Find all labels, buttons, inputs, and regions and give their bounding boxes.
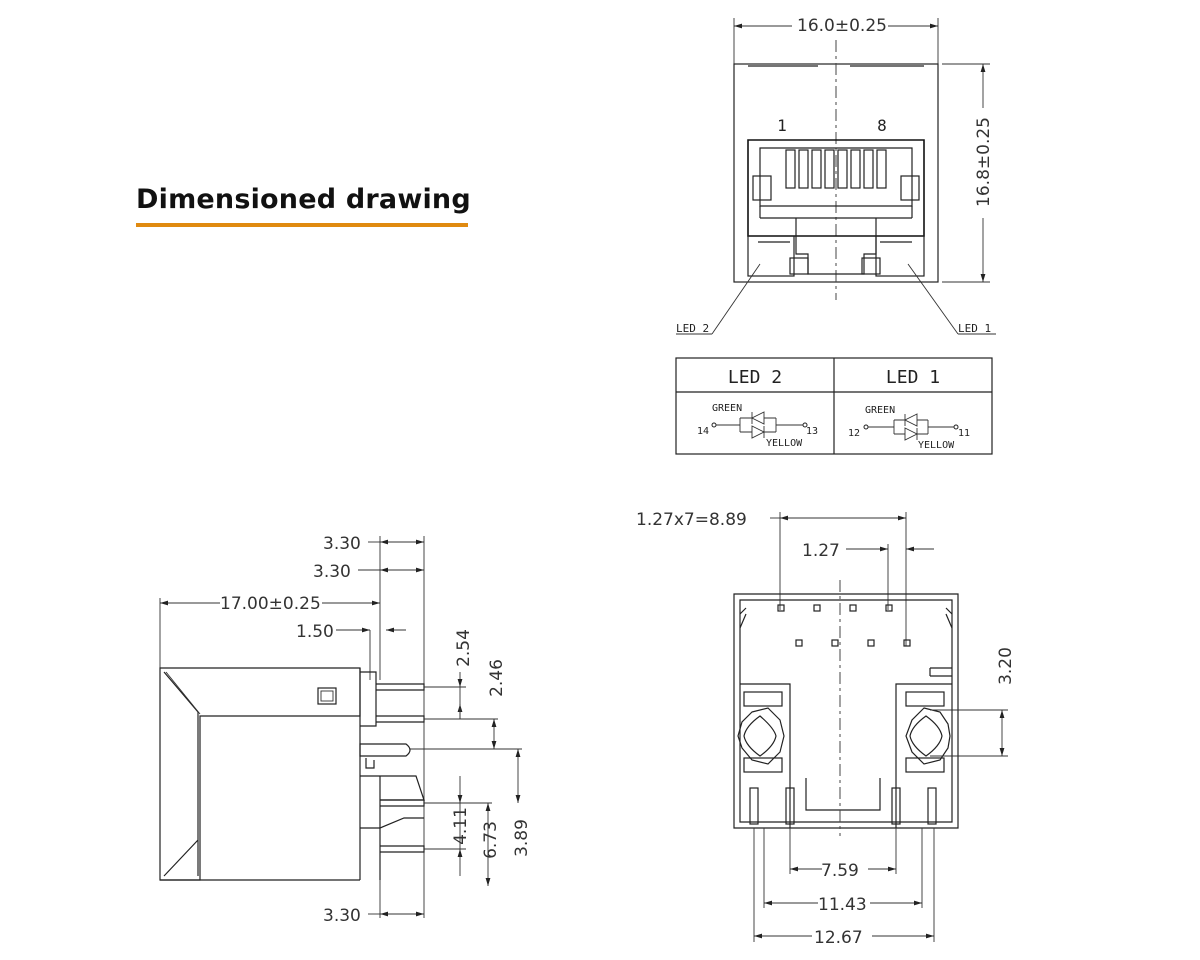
led-1-schematic: GREEN YELLOW 12 11 xyxy=(848,405,970,451)
pin-holes xyxy=(777,604,911,647)
pitch-dim: 1.27 xyxy=(802,541,840,561)
pin-8-label: 8 xyxy=(877,116,887,135)
yellow-label: YELLOW xyxy=(918,440,955,451)
side-v-dim-2: 2.46 xyxy=(487,659,507,697)
pin-1-label: 1 xyxy=(777,116,787,135)
pin-11-label: 11 xyxy=(958,428,970,439)
contact-pins xyxy=(785,149,887,189)
led-2-schematic: GREEN YELLOW 14 13 xyxy=(697,403,818,449)
side-top-dim-1: 3.30 xyxy=(323,534,361,554)
led-1-callout: LED 1 xyxy=(958,322,991,335)
side-length-dim: 17.00±0.25 xyxy=(220,594,321,614)
width-dim-1: 7.59 xyxy=(821,861,859,881)
led-table-header-led2: LED 2 xyxy=(728,367,782,388)
front-width-dim: 16.0±0.25 xyxy=(797,16,887,36)
bottom-view: 1.27x7=8.89 1.27 xyxy=(636,510,1016,948)
led-1-window xyxy=(875,235,925,277)
mounting-post-right xyxy=(905,691,951,773)
led-table: LED 2 LED 1 GREEN YELLOW 14 13 GREEN YEL… xyxy=(675,357,993,455)
page-title: Dimensioned drawing xyxy=(136,184,471,215)
side-bottom-dim: 3.30 xyxy=(323,906,361,926)
width-dim-3: 12.67 xyxy=(814,928,863,948)
led-2-window xyxy=(747,235,795,277)
side-top-dim-2: 3.30 xyxy=(313,562,351,582)
side-v-dim-5: 3.89 xyxy=(512,819,532,857)
pin-13-label: 13 xyxy=(806,426,818,437)
side-v-dim-1: 2.54 xyxy=(454,629,474,667)
title-underline xyxy=(136,223,468,227)
front-height-dim: 16.8±0.25 xyxy=(974,117,994,207)
side-v-dim-3: 4.11 xyxy=(451,807,471,845)
side-v-dim-4: 6.73 xyxy=(481,821,501,859)
front-view: 16.0±0.25 16.8±0.25 1 8 xyxy=(676,16,996,335)
mounting-post-left xyxy=(737,691,785,773)
width-dim-2: 11.43 xyxy=(818,895,867,915)
led-table-header-led1: LED 1 xyxy=(886,367,940,388)
bottom-pins xyxy=(749,787,937,825)
side-offset-dim: 1.50 xyxy=(296,622,334,642)
pitch-total-dim: 1.27x7=8.89 xyxy=(636,510,747,530)
led-2-callout: LED 2 xyxy=(676,322,709,335)
yellow-label: YELLOW xyxy=(766,438,803,449)
side-view: 3.30 3.30 17.00±0.25 1.50 xyxy=(159,534,532,926)
pin-12-label: 12 xyxy=(848,428,860,439)
green-label: GREEN xyxy=(865,405,895,416)
pin-14-label: 14 xyxy=(697,426,709,437)
green-label: GREEN xyxy=(712,403,742,414)
bottom-v-dim: 3.20 xyxy=(996,647,1016,685)
